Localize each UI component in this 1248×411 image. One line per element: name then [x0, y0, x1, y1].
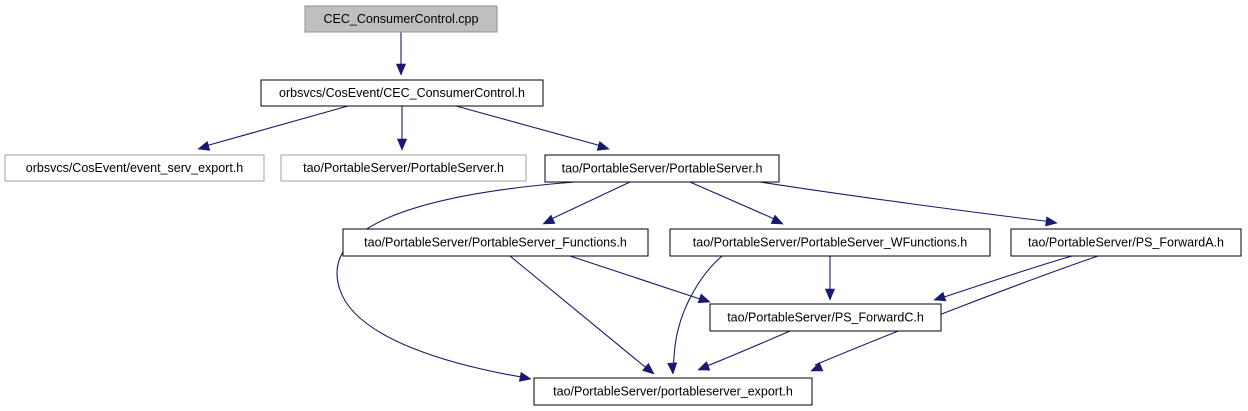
node-ps_func[interactable]: tao/PortableServer/PortableServer_Functi…	[342, 228, 649, 257]
arrowhead-a-psmain-export	[518, 371, 532, 382]
arrowhead-a-psfunc-export	[642, 362, 655, 375]
node-label-ps_export: tao/PortableServer/portableserver_export…	[553, 384, 793, 398]
node-label-ps_func: tao/PortableServer/PortableServer_Functi…	[364, 235, 627, 249]
node-ps_wfunc[interactable]: tao/PortableServer/PortableServer_WFunct…	[669, 228, 991, 257]
node-box-ps_main[interactable]	[544, 154, 780, 183]
edge-ps_main-to-ps_func	[546, 181, 631, 222]
arrowhead-a-cech-psdim	[396, 138, 408, 151]
arrowhead-a-psmain-pswfunc	[770, 214, 784, 225]
edge-ps_func-to-ps_fwdc	[569, 255, 707, 302]
node-cec_h[interactable]: orbsvcs/CosEvent/CEC_ConsumerControl.h	[260, 79, 544, 107]
arrowhead-a-root-cech	[395, 63, 407, 76]
node-box-ps_fwda[interactable]	[1010, 228, 1242, 257]
arrowheads-layer	[197, 63, 1058, 382]
node-event_serv[interactable]: orbsvcs/CosEvent/event_serv_export.h	[4, 154, 265, 182]
edges-layer	[201, 32, 1099, 379]
node-box-ps_dim[interactable]	[280, 154, 527, 182]
arrowhead-a-psmain-psfwda	[1045, 216, 1058, 227]
node-label-ps_main: tao/PortableServer/PortableServer.h	[562, 161, 763, 175]
edge-cec_h-to-ps_main	[455, 105, 606, 148]
node-root[interactable]: CEC_ConsumerControl.cpp	[304, 5, 498, 33]
node-ps_fwdc[interactable]: tao/PortableServer/PS_ForwardC.h	[709, 303, 942, 332]
node-label-ps_fwdc: tao/PortableServer/PS_ForwardC.h	[727, 310, 924, 324]
node-label-ps_fwda: tao/PortableServer/PS_ForwardA.h	[1028, 235, 1224, 249]
nodes-layer: CEC_ConsumerControl.cpp orbsvcs/CosEvent/…	[4, 5, 1242, 406]
node-ps_fwda[interactable]: tao/PortableServer/PS_ForwardA.h	[1010, 228, 1242, 257]
node-label-ps_dim: tao/PortableServer/PortableServer.h	[303, 161, 504, 175]
node-box-ps_fwdc[interactable]	[709, 303, 942, 332]
node-ps_export[interactable]: tao/PortableServer/portableserver_export…	[533, 377, 813, 406]
edge-ps_main-to-ps_export	[336, 181, 576, 379]
node-box-ps_func[interactable]	[342, 228, 649, 257]
node-box-event_serv[interactable]	[4, 154, 265, 182]
edge-ps_main-to-ps_fwda	[759, 181, 1054, 223]
arrowhead-a-psfunc-psfwdc	[697, 293, 711, 304]
edge-ps_fwda-to-ps_fwdc	[937, 255, 1073, 300]
node-ps_main[interactable]: tao/PortableServer/PortableServer.h	[544, 154, 780, 183]
node-box-ps_export[interactable]	[533, 377, 813, 406]
arrowhead-a-psfwda-psfwdc	[933, 291, 947, 302]
arrowhead-a-psfwda-export	[810, 361, 824, 372]
arrowhead-a-pswfunc-psfwdc	[824, 288, 836, 301]
node-box-root[interactable]	[304, 5, 498, 33]
arrowhead-a-pswfunc-export	[667, 362, 678, 375]
arrowhead-a-cech-psmain	[596, 141, 610, 151]
arrowhead-a-psmain-psfunc	[542, 214, 556, 225]
node-label-ps_wfunc: tao/PortableServer/PortableServer_WFunct…	[693, 235, 967, 249]
edge-ps_func-to-ps_export	[509, 255, 651, 372]
arrowhead-a-psfwdc-export	[697, 361, 711, 371]
edge-ps_fwdc-to-ps_export	[701, 330, 791, 369]
edge-ps_fwda-to-ps_export	[814, 255, 1099, 366]
node-box-cec_h[interactable]	[260, 79, 544, 107]
edge-cec_h-to-event_serv	[201, 105, 349, 148]
node-label-cec_h: orbsvcs/CosEvent/CEC_ConsumerControl.h	[279, 86, 525, 100]
arrowhead-a-cech-event	[197, 141, 211, 151]
edge-ps_wfunc-to-ps_export	[672, 255, 723, 371]
node-label-event_serv: orbsvcs/CosEvent/event_serv_export.h	[26, 161, 244, 175]
node-box-ps_wfunc[interactable]	[669, 228, 991, 257]
node-label-root: CEC_ConsumerControl.cpp	[324, 12, 479, 26]
edge-ps_main-to-ps_wfunc	[689, 181, 780, 222]
node-ps_dim[interactable]: tao/PortableServer/PortableServer.h	[280, 154, 527, 182]
